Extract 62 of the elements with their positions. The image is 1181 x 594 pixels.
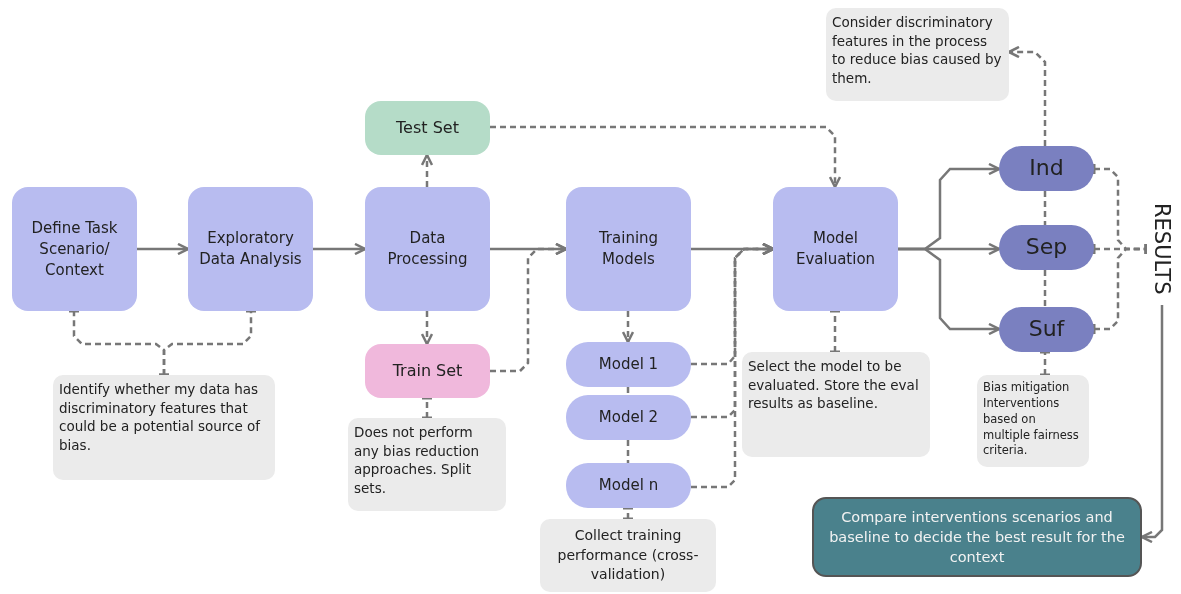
criterion-box [999, 146, 1094, 191]
box-label: Does not perform any bias reduction approaches. Split sets. [354, 423, 480, 498]
model-box [566, 395, 691, 440]
arrow [691, 242, 775, 489]
results-label: RESULTS [1148, 203, 1175, 295]
box-label: Select the model to be evaluated. Store the eval results as baseline. [748, 357, 920, 413]
leader-line [828, 309, 842, 354]
arrow [490, 125, 842, 189]
arrow [1140, 305, 1164, 544]
note-box [348, 418, 506, 511]
note-box [826, 8, 1009, 101]
result-box [812, 497, 1142, 577]
box-label: Compare interventions scenarios and baseline to decide the best result for the context [828, 507, 1126, 568]
process-box [566, 187, 691, 311]
box-label: Data Processing [386, 228, 469, 270]
box-label: Identify whether my data has discriminatory features that could be a potential source of bias. [59, 380, 262, 455]
connector [1043, 270, 1047, 307]
box-label: Ind [1029, 154, 1064, 183]
model-box [566, 463, 691, 508]
box-label: Exploratory Data Analysis [198, 228, 303, 270]
box-label: Consider discriminatory features in the process to reduce bias caused by them. [832, 13, 1003, 88]
note-box [53, 375, 275, 480]
process-box [365, 187, 490, 311]
box-label: Collect training performance (cross-validation) [556, 526, 700, 585]
arrow [1007, 45, 1047, 146]
box-label: Define Task Scenario/ Context [30, 217, 119, 281]
box-label: Bias mitigation Interventions based on multiple fairness criteria. [983, 380, 1080, 460]
box-label: Sep [1025, 233, 1068, 262]
criterion-box [999, 225, 1094, 270]
box-label: Test Set [396, 116, 459, 139]
box-label: Model 2 [598, 407, 659, 428]
connector [626, 387, 630, 395]
model-box [566, 342, 691, 387]
arrow [313, 242, 367, 256]
leader-line [1038, 350, 1052, 377]
arrow [420, 311, 434, 346]
box-label: Train Set [392, 359, 463, 382]
arrow [420, 153, 434, 187]
set-box [365, 344, 490, 398]
leader-line [420, 396, 434, 420]
box-label: Suf [1028, 315, 1065, 344]
leader-line [1092, 242, 1148, 336]
process-box [773, 187, 898, 311]
set-box [365, 101, 490, 155]
note-box [540, 519, 716, 592]
leader-line [157, 309, 258, 377]
criterion-box [999, 307, 1094, 352]
box-label: Model n [598, 475, 659, 496]
connector [1043, 191, 1047, 225]
leader-line [621, 506, 635, 521]
arrow [621, 311, 635, 344]
arrow [898, 247, 1001, 336]
note-box [977, 375, 1089, 467]
arrow [490, 242, 568, 373]
note-box [742, 352, 930, 457]
box-label: Model Evaluation [794, 228, 877, 270]
process-box [188, 187, 313, 311]
process-box [12, 187, 137, 311]
box-label: Model 1 [598, 354, 659, 375]
box-label: Training Models [597, 228, 660, 270]
connector [626, 440, 630, 463]
arrow [137, 242, 190, 256]
